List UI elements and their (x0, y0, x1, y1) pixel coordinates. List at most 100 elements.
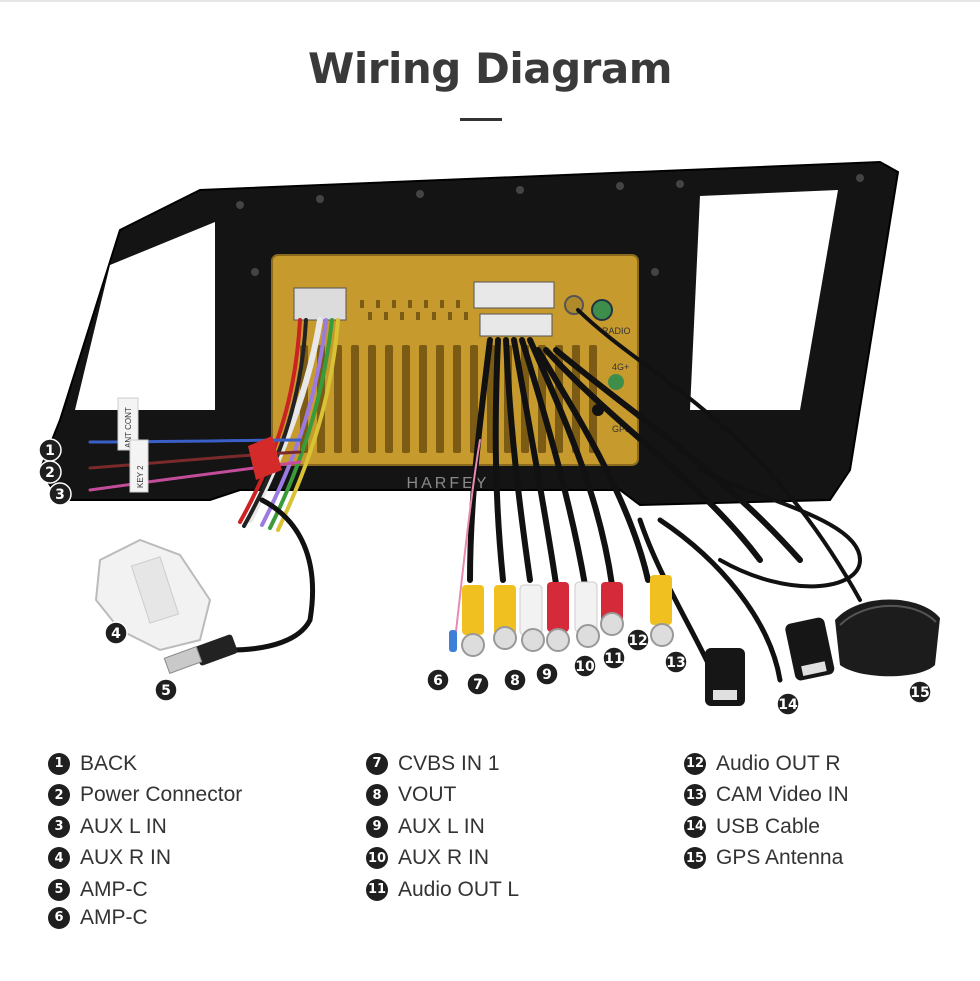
legend-label: Power Connector (80, 783, 243, 807)
callout-number: 8 (510, 673, 520, 689)
ant-cont-tag: ANT CONT (124, 407, 133, 448)
legend-label: AMP-C (80, 877, 148, 901)
legend-item: 5 AMP-C (48, 874, 242, 906)
callout-number: 12 (628, 633, 647, 649)
callout-13: 13 (664, 650, 688, 674)
legend-label: VOUT (398, 783, 457, 807)
power-harness (88, 317, 340, 653)
legend-label: CAM Video IN (716, 783, 849, 807)
callout-3: 3 (48, 482, 72, 506)
callout-number: 1 (45, 443, 55, 459)
callout-11: 11 (602, 646, 626, 670)
usb-plug (163, 634, 238, 674)
gps-antenna (835, 599, 940, 677)
legend-item: 13 CAM Video IN (684, 780, 849, 812)
callout-number: 7 (473, 677, 483, 693)
callout-1: 1 (38, 438, 62, 462)
wiring-diagram: RADIO 4G+ GPS HARFEY ANT CONT KEY 2 (38, 160, 940, 716)
legend-label: CVBS IN 1 (398, 751, 500, 775)
legend-item: 1 BACK (48, 748, 242, 780)
legend-label: AUX R IN (80, 846, 172, 870)
legend-item: 3 AUX L IN (48, 811, 242, 843)
callout-number: 3 (55, 487, 65, 503)
usb-cable-ends (705, 617, 835, 706)
gps-port-label: GPS (612, 424, 631, 434)
callout-9: 9 (535, 662, 559, 686)
legend-number-badge: 10 (366, 847, 388, 870)
legend-column-1: 1 BACK 2 Power Connector 3 AUX L IN 4 AUX R IN 5… (48, 748, 242, 930)
title-underline (460, 118, 502, 121)
callout-14: 14 (776, 692, 800, 716)
callout-number: 6 (433, 673, 443, 689)
legend-number-badge: 8 (366, 784, 388, 807)
callout-6: 6 (426, 668, 450, 692)
red-fuse-tab (248, 436, 282, 480)
legend-item: 11 Audio OUT L (366, 874, 519, 906)
callout-4: 4 (104, 621, 128, 645)
legend-number-badge: 14 (684, 815, 706, 838)
legend-label: AUX L IN (80, 814, 167, 838)
legend-label: GPS Antenna (716, 846, 844, 870)
callout-5: 5 (154, 678, 178, 702)
legend-number-badge: 2 (48, 784, 70, 807)
wire-tags: ANT CONT KEY 2 (117, 397, 149, 493)
callout-number: 4 (111, 626, 121, 642)
callout-8: 8 (503, 668, 527, 692)
callout-12: 12 (626, 628, 650, 652)
legend: 1 BACK 2 Power Connector 3 AUX L IN 4 AUX R IN 5… (0, 748, 980, 948)
legend-number-badge: 11 (366, 878, 388, 901)
power-connector (94, 538, 212, 652)
legend-item: 8 VOUT (366, 780, 519, 812)
top-rule (0, 0, 980, 2)
legend-label: BACK (80, 751, 138, 775)
callout-number: 15 (910, 685, 929, 701)
legend-item: 10 AUX R IN (366, 843, 519, 875)
head-unit-back: RADIO 4G+ GPS (271, 254, 639, 466)
legend-number-badge: 6 (48, 906, 70, 929)
callout-number: 14 (778, 697, 798, 713)
key2-tag: KEY 2 (136, 465, 145, 488)
legend-label: AUX R IN (398, 846, 490, 870)
callout-2: 2 (38, 460, 62, 484)
legend-item: 2 Power Connector (48, 780, 242, 812)
callout-10: 10 (573, 654, 597, 678)
legend-item: 4 AUX R IN (48, 843, 242, 875)
callout-number: 10 (575, 659, 595, 675)
legend-number-badge: 4 (48, 847, 70, 870)
callout-number: 5 (161, 683, 171, 699)
legend-number-badge: 3 (48, 815, 70, 838)
legend-number-badge: 15 (684, 847, 706, 870)
callout-number: 13 (666, 655, 685, 671)
page-title: Wiring Diagram (308, 44, 672, 93)
legend-item: 15 GPS Antenna (684, 843, 849, 875)
legend-column-2: 7 CVBS IN 1 8 VOUT 9 AUX L IN 10 AUX R IN 11 Audi… (366, 748, 519, 906)
legend-number-badge: 7 (366, 752, 388, 775)
blue-wire-tip (449, 630, 457, 652)
callout-15: 15 (908, 680, 932, 704)
legend-item: 6 AMP-C (48, 906, 242, 930)
legend-number-badge: 5 (48, 878, 70, 901)
legend-number-badge: 1 (48, 752, 70, 775)
callout-number: 9 (542, 667, 552, 683)
4g-port-label: 4G+ (612, 362, 629, 372)
callout-7: 7 (466, 672, 490, 696)
rca-bundle (454, 308, 863, 693)
callout-number: 2 (45, 465, 55, 481)
legend-item: 12 Audio OUT R (684, 748, 849, 780)
legend-label: Audio OUT L (398, 877, 520, 901)
legend-label: Audio OUT R (716, 751, 841, 775)
legend-label: AMP-C (80, 905, 148, 929)
legend-item: 9 AUX L IN (366, 811, 519, 843)
radio-port-label: RADIO (602, 326, 631, 336)
brand-watermark: HARFEY (407, 475, 490, 492)
rca-plugs (461, 575, 674, 657)
legend-number-badge: 13 (684, 784, 706, 807)
legend-number-badge: 12 (684, 752, 706, 775)
legend-number-badge: 9 (366, 815, 388, 838)
legend-label: AUX L IN (398, 814, 485, 838)
callout-number: 11 (604, 651, 623, 667)
legend-item: 7 CVBS IN 1 (366, 748, 519, 780)
